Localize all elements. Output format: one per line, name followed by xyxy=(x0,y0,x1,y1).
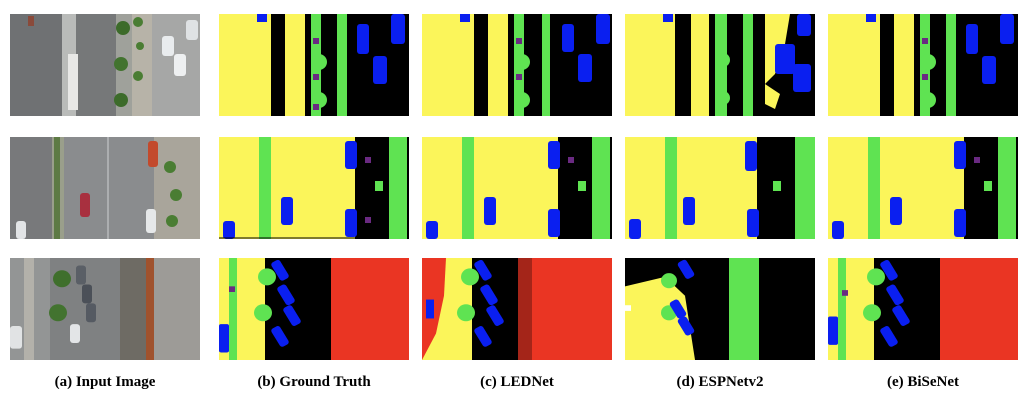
ground-truth-row-2 xyxy=(219,137,409,239)
caption-lednet: (c) LEDNet xyxy=(480,374,554,390)
ground-truth-row-1 xyxy=(219,14,409,116)
lednet-row-3 xyxy=(422,258,612,360)
caption-bisenet: (e) BiSeNet xyxy=(886,374,960,390)
espnetv2-row-1 xyxy=(625,14,815,116)
bisenet-row-2 xyxy=(828,137,1018,239)
bisenet-row-1 xyxy=(828,14,1018,116)
input-image-row-1 xyxy=(10,14,200,116)
caption-input-image: (a) Input Image xyxy=(54,374,156,390)
bisenet-row-3 xyxy=(828,258,1018,360)
espnetv2-row-2 xyxy=(625,137,815,239)
ground-truth-row-3 xyxy=(219,258,409,360)
lednet-row-2 xyxy=(422,137,612,239)
lednet-row-1 xyxy=(422,14,612,116)
caption-ground-truth: (b) Ground Truth xyxy=(257,374,371,390)
input-image-row-2 xyxy=(10,137,200,239)
caption-espnetv2: (d) ESPNetv2 xyxy=(676,374,764,390)
input-image-row-3 xyxy=(10,258,200,360)
espnetv2-row-3 xyxy=(625,258,815,360)
